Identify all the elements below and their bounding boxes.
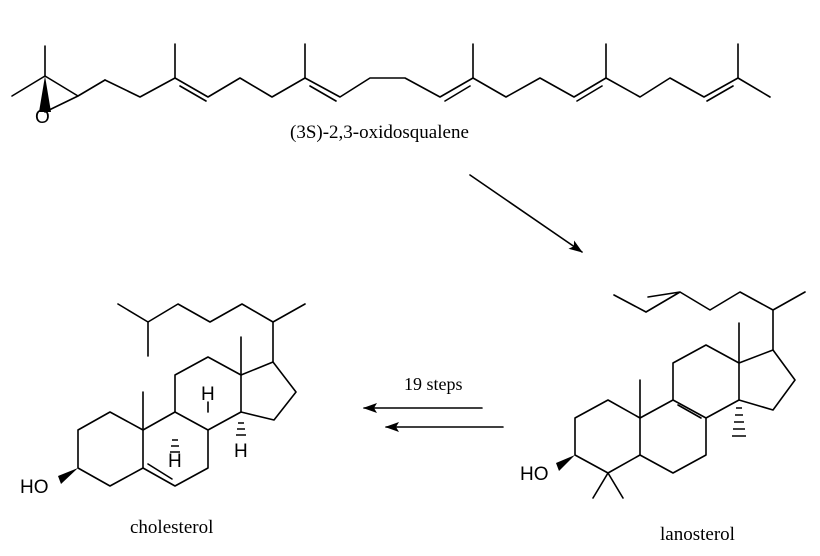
epoxide-oxygen-label: O — [35, 107, 50, 128]
lanosterol-structure: HO — [520, 291, 806, 499]
cholesterol-h-label-c14: H — [234, 441, 248, 462]
cyclization-arrow — [469, 174, 583, 253]
cholesterol-h-label-c8: H — [201, 384, 215, 405]
lanosterol-hydroxyl-label: HO — [520, 464, 549, 485]
oxidosqualene-structure: O — [11, 43, 771, 128]
lanosterol-caption: lanosterol — [660, 524, 735, 545]
cholesterol-h-label-c9: H — [168, 451, 182, 472]
oxidosqualene-caption: (3S)-2,3-oxidosqualene — [290, 122, 469, 143]
conversion-label: 19 steps — [404, 374, 463, 394]
cholesterol-hydroxyl-label: HO — [20, 477, 49, 498]
cholesterol-structure: HO H H H — [20, 303, 306, 498]
cholesterol-caption: cholesterol — [130, 517, 213, 538]
